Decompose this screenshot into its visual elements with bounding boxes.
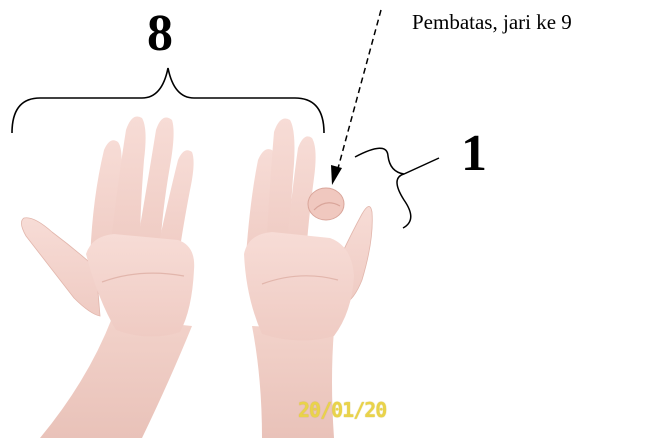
left-forearm (40, 318, 192, 438)
right-hand (244, 118, 373, 438)
right-palm (244, 232, 354, 341)
folded-finger (307, 187, 345, 221)
separator-caption: Pembatas, jari ke 9 (412, 10, 572, 34)
photo-date-stamp: 20/01/20 (298, 398, 387, 422)
left-finger-3 (136, 117, 174, 253)
right-forearm (252, 326, 334, 438)
arrow-head (331, 165, 342, 185)
eight-fingers-count: 8 (147, 5, 173, 62)
right-finger-2 (266, 118, 295, 252)
left-palm-crease (101, 272, 185, 283)
right-finger-3 (286, 136, 316, 256)
right-palm-crease (261, 275, 339, 285)
left-thumb (21, 217, 101, 317)
brace-eight-fingers (11, 67, 325, 134)
one-finger-count: 1 (461, 125, 487, 182)
folded-finger-crease (313, 202, 341, 211)
left-hand (21, 116, 195, 438)
left-palm (86, 234, 195, 337)
left-finger-4 (156, 150, 194, 262)
left-finger-2 (110, 116, 146, 250)
brace-one-finger (354, 147, 440, 229)
dashed-arrow (336, 9, 382, 173)
